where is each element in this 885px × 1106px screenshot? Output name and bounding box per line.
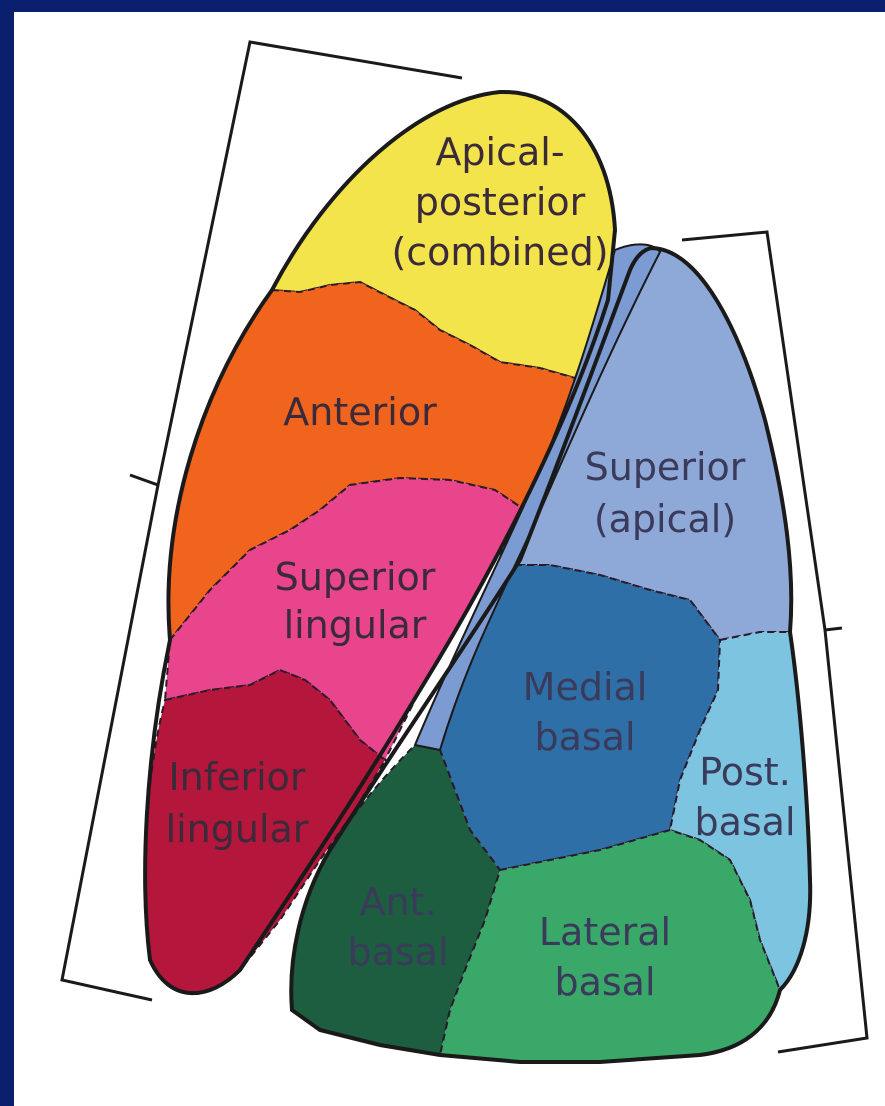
lung-segments-diagram: Apical-posterior(combined) Anterior Supe… <box>14 12 885 1106</box>
upper-lobe-bracket-bottom <box>62 485 158 1000</box>
label-anterior: Anterior <box>283 390 437 434</box>
diagram-canvas: Apical-posterior(combined) Anterior Supe… <box>14 12 885 1106</box>
